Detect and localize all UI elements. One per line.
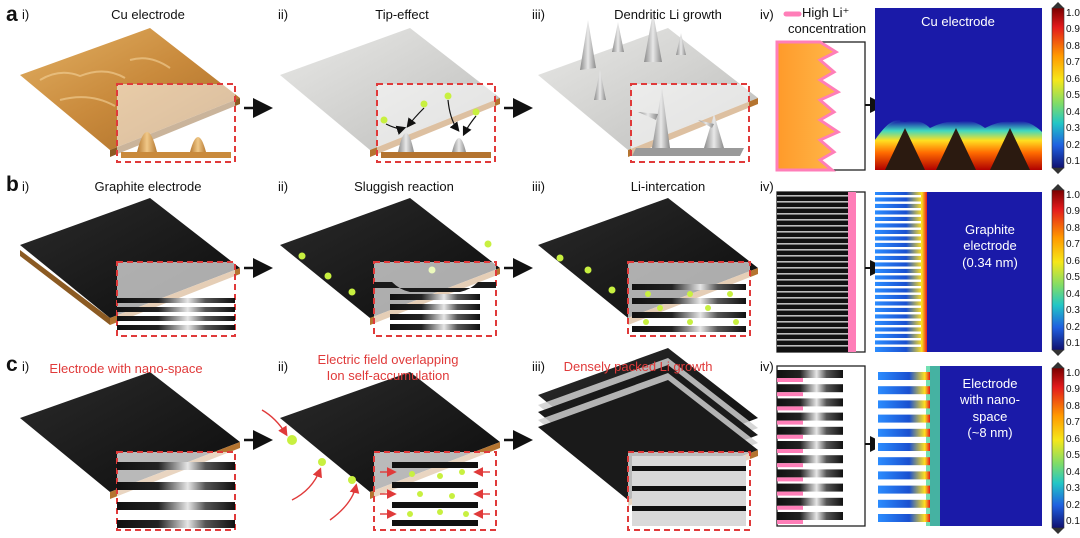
row-letter-c: c: [6, 353, 18, 376]
roman-a-i: i): [22, 7, 30, 22]
colorbar-tick-label: 0.5: [1066, 450, 1080, 462]
colorbar-tick-label: 0.6: [1066, 73, 1080, 85]
colorbar-tick-label: 1.0: [1066, 368, 1080, 379]
colorbar-tick-label: 0.4: [1066, 106, 1080, 118]
colorbar-tick-label: 0.9: [1066, 384, 1080, 396]
roman-c-iv: iv): [760, 359, 774, 374]
colorbar-tick-label: 0.7: [1066, 57, 1080, 69]
colorbar-tick-label: 1.0: [1066, 8, 1080, 19]
graphite-simulation-map: [875, 192, 1042, 352]
field-overlap-illustration: [261, 372, 500, 531]
title-c-iii: Densely packed Li growth: [563, 359, 713, 374]
colorbar-b: [1051, 184, 1065, 356]
colorbar-tick-label: 0.9: [1066, 24, 1080, 36]
colorbar-tick-label: 0.3: [1066, 483, 1080, 495]
row-letter-a: a: [6, 3, 18, 26]
sluggish-reaction-illustration: [280, 198, 500, 337]
roman-a-ii: ii): [278, 7, 289, 22]
colorbar-tick-label: 0.4: [1066, 288, 1080, 300]
roman-b-iv: iv): [760, 179, 774, 194]
nano-space-electrode-illustration: [20, 372, 240, 531]
colorbar-tick-label: 0.4: [1066, 466, 1080, 478]
title-a-iii: Dendritic Li growth: [614, 7, 722, 22]
cu-electrode-illustration: [20, 28, 240, 163]
nano-space-simulation-map: [875, 366, 1042, 526]
colorbar-tick-label: 0.5: [1066, 272, 1080, 284]
colorbar-c: [1051, 362, 1065, 534]
colorbar-tick-label: 0.6: [1066, 255, 1080, 267]
title-b-iii: Li-intercation: [630, 179, 706, 194]
tip-concentration-schematic: [775, 11, 886, 172]
title-a-ii: Tip-effect: [375, 7, 429, 22]
roman-c-iii: iii): [532, 359, 545, 374]
roman-a-iii: iii): [532, 7, 545, 22]
colorbar-tick-label: 0.3: [1066, 123, 1080, 135]
row-letter-b: b: [6, 173, 19, 196]
roman-b-i: i): [22, 179, 30, 194]
colorbar-tick-label: 0.7: [1066, 417, 1080, 429]
colorbar-tick-label: 0.2: [1066, 321, 1080, 333]
colorbar-tick-label: 0.8: [1066, 40, 1080, 52]
dendritic-growth-illustration: [538, 12, 758, 163]
sim-label-c: Electrode with nano-space (~8 nm): [960, 376, 1020, 440]
title-a-i: Cu electrode: [111, 7, 185, 22]
sim-label-a: Cu electrode: [921, 14, 995, 29]
colorbar-tick-label: 0.9: [1066, 206, 1080, 218]
densely-packed-illustration: [538, 348, 758, 531]
colorbar-tick-label: 1.0: [1066, 190, 1080, 201]
colorbar-tick-label: 0.5: [1066, 90, 1080, 102]
colorbar-tick-label: 0.3: [1066, 305, 1080, 317]
legend-line-1: High Li⁺: [802, 5, 850, 20]
colorbar-tick-label: 0.1: [1066, 516, 1080, 527]
nano-space-schematic: [776, 365, 886, 527]
title-b-ii: Sluggish reaction: [354, 179, 454, 194]
roman-c-ii: ii): [278, 359, 289, 374]
roman-a-iv: iv): [760, 7, 774, 22]
title-c-ii: Electric field overlapping Ion self-accu…: [317, 352, 459, 383]
colorbar-tick-label: 0.1: [1066, 338, 1080, 349]
colorbar-tick-label: 0.6: [1066, 433, 1080, 445]
colorbar-tick-label: 0.7: [1066, 239, 1080, 251]
colorbar-tick-label: 0.1: [1066, 156, 1080, 167]
tip-effect-illustration: [280, 28, 500, 163]
title-b-i: Graphite electrode: [94, 179, 202, 194]
title-c-i: Electrode with nano-space: [49, 361, 203, 376]
colorbar-a: [1051, 2, 1065, 174]
graphite-electrode-illustration: [20, 198, 240, 337]
roman-b-ii: ii): [278, 179, 289, 194]
cu-simulation-map: [875, 8, 1042, 170]
colorbar-tick-label: 0.2: [1066, 139, 1080, 151]
li-intercalation-illustration: [538, 198, 758, 337]
roman-b-iii: iii): [532, 179, 545, 194]
colorbar-tick-label: 0.2: [1066, 499, 1080, 511]
graphite-schematic: [776, 191, 886, 353]
sim-label-b: Graphite electrode (0.34 nm): [962, 222, 1018, 270]
roman-c-i: i): [22, 359, 30, 374]
legend-line-2: concentration: [788, 21, 867, 36]
colorbar-tick-label: 0.8: [1066, 400, 1080, 412]
colorbar-tick-label: 0.8: [1066, 222, 1080, 234]
